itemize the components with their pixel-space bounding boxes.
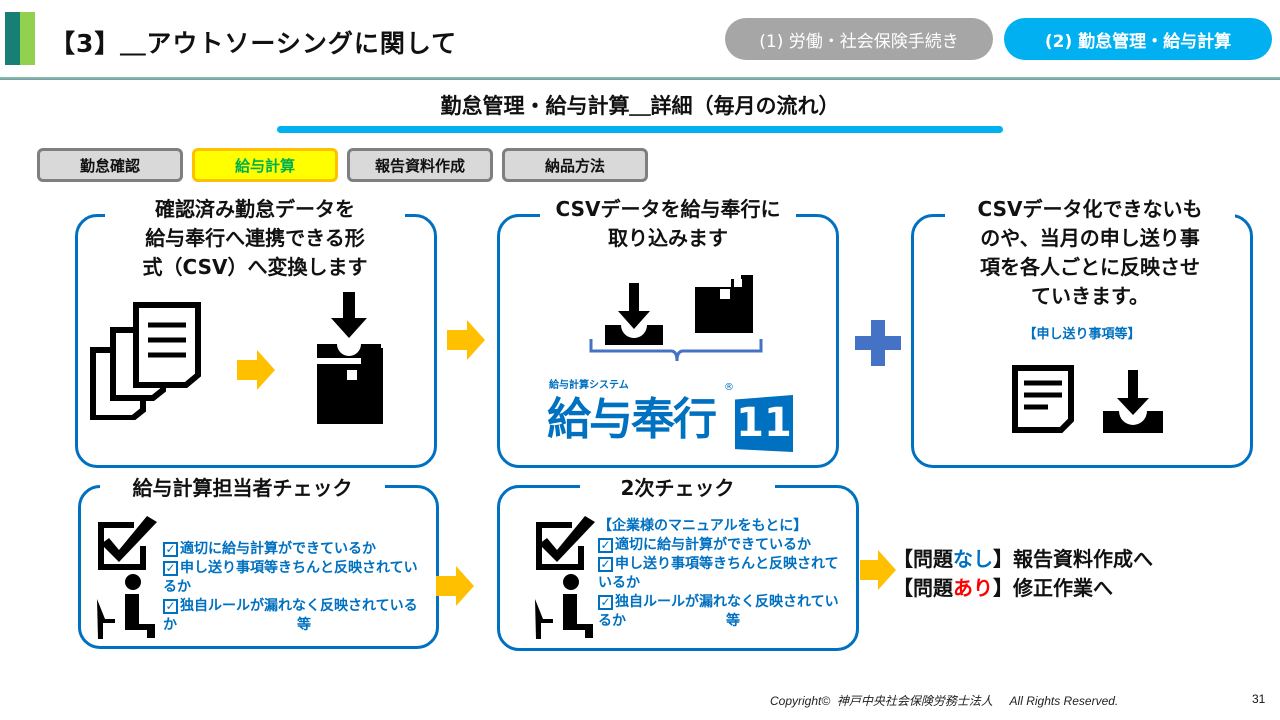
second-check-title: 2次チェック <box>580 474 775 503</box>
subtitle-underline <box>277 126 1003 133</box>
check-text: 申し送り事項等きちんと反映されているか <box>598 556 839 591</box>
first-check-title: 給与計算担当者チェック <box>100 474 385 503</box>
check-item: ✓独自ルールが漏れなく反映されているか等 <box>163 597 428 635</box>
check-text: 独自ルールが漏れなく反映されているか <box>598 594 839 629</box>
header-divider <box>0 77 1280 80</box>
tab-attendance-payroll[interactable]: (2) 勤怠管理・給与計算 <box>1004 18 1272 60</box>
check-item: ✓適切に給与計算ができているか <box>598 536 848 555</box>
checkbox-icon: ✓ <box>598 595 613 610</box>
data-file-icon <box>695 275 753 333</box>
arrow-right-icon <box>860 550 896 590</box>
reflect-description: CSVデータ化できないも のや、当月の申し送り事 項を各人ごとに反映させ ていき… <box>945 195 1235 311</box>
desc-line: ていきます。 <box>1031 284 1149 308</box>
csv-export-icon <box>317 292 383 424</box>
step-tab-attendance[interactable]: 勤怠確認 <box>37 148 183 182</box>
second-check-list: 【企業様のマニュアルをもとに】 ✓適切に給与計算ができているか ✓申し送り事項等… <box>598 517 848 631</box>
page-number: 31 <box>1252 692 1266 706</box>
check-item: ✓適切に給与計算ができているか <box>163 540 428 559</box>
checkbox-icon: ✓ <box>163 599 178 614</box>
checkbox-icon: ✓ <box>598 557 613 572</box>
step-tab-payroll[interactable]: 給与計算 <box>192 148 338 182</box>
result-issue: 【問題あり】修正作業へ <box>893 572 1113 601</box>
result-text: 【問題 <box>893 547 953 571</box>
first-check-list: ✓適切に給与計算ができているか ✓申し送り事項等きちんと反映されているか ✓独自… <box>163 540 428 635</box>
tab-labor-insurance[interactable]: (1) 労働・社会保険手続き <box>725 18 993 60</box>
step-tab-delivery[interactable]: 納品方法 <box>502 148 648 182</box>
page-title: 【3】＿アウトソーシングに関して <box>50 29 458 58</box>
header-accent-teal <box>5 12 20 65</box>
import-description: CSVデータを給与奉行に 取り込みます <box>540 195 796 253</box>
manual-note: 【企業様のマニュアルをもとに】 <box>598 518 808 534</box>
result-text: 【問題 <box>893 576 953 600</box>
logo-version: 11 <box>735 395 793 452</box>
desc-line: 式（CSV）へ変換します <box>142 255 368 279</box>
logo-caption: 給与計算システム <box>549 380 629 391</box>
step-tab-report[interactable]: 報告資料作成 <box>347 148 493 182</box>
desc-line: 給与奉行へ連携できる形 <box>145 226 365 250</box>
checkbox-icon: ✓ <box>163 561 178 576</box>
desc-line: 取り込みます <box>608 226 728 250</box>
download-icon <box>1103 370 1163 433</box>
arrow-right-icon <box>436 566 474 606</box>
result-text: 】報告資料作成へ <box>993 547 1153 571</box>
desc-line: のや、当月の申し送り事 <box>980 226 1200 250</box>
check-text: 申し送り事項等きちんと反映されているか <box>163 560 418 595</box>
desc-line: CSVデータを給与奉行に <box>555 197 781 221</box>
checkbox-icon: ✓ <box>163 542 178 557</box>
checker-person-icon <box>97 516 157 639</box>
checkbox-icon <box>536 516 595 570</box>
header-accent-green <box>20 12 35 65</box>
checker-person-icon <box>535 516 595 639</box>
section-subtitle: 勤怠管理・給与計算＿詳細（毎月の流れ） <box>440 94 840 118</box>
desc-line: 確認済み勤怠データを <box>155 197 355 221</box>
etc-label: 等 <box>297 617 311 633</box>
plus-icon <box>855 320 901 366</box>
copyright: Copyright© 神戸中央社会保険労務士法人 All Rights Rese… <box>770 694 1119 708</box>
check-text: 適切に給与計算ができているか <box>615 537 811 553</box>
result-keyword: あり <box>953 576 993 600</box>
check-text: 独自ルールが漏れなく反映されているか <box>163 598 418 633</box>
document-icon <box>1012 365 1074 433</box>
result-no-issue: 【問題なし】報告資料作成へ <box>893 543 1153 572</box>
seated-person-icon <box>535 574 593 639</box>
download-icon <box>605 283 663 345</box>
result-keyword: なし <box>953 547 993 571</box>
arrow-right-icon <box>237 350 275 390</box>
handover-note: 【申し送り事項等】 <box>1023 327 1141 342</box>
desc-line: 項を各人ごとに反映させ <box>980 255 1200 279</box>
handover-icons <box>1012 365 1163 433</box>
seated-person-icon <box>97 574 155 639</box>
check-item: ✓独自ルールが漏れなく反映されているか等 <box>598 593 848 631</box>
check-text: 適切に給与計算ができているか <box>180 541 376 557</box>
checkbox-icon <box>98 516 157 570</box>
kyuyo-bugyo-logo: 給与奉行 <box>547 394 717 445</box>
import-icons <box>589 275 763 362</box>
result-text: 】修正作業へ <box>993 576 1113 600</box>
desc-line: CSVデータ化できないも <box>977 197 1203 221</box>
checkbox-icon: ✓ <box>598 538 613 553</box>
documents-icon <box>90 302 201 420</box>
arrow-right-icon <box>447 320 485 360</box>
convert-csv-description: 確認済み勤怠データを 給与奉行へ連携できる形 式（CSV）へ変換します <box>105 195 405 282</box>
etc-label: 等 <box>726 613 740 629</box>
check-item: ✓申し送り事項等きちんと反映されているか <box>598 555 848 593</box>
registered-mark: ® <box>724 382 734 393</box>
check-item: ✓申し送り事項等きちんと反映されているか <box>163 559 428 597</box>
